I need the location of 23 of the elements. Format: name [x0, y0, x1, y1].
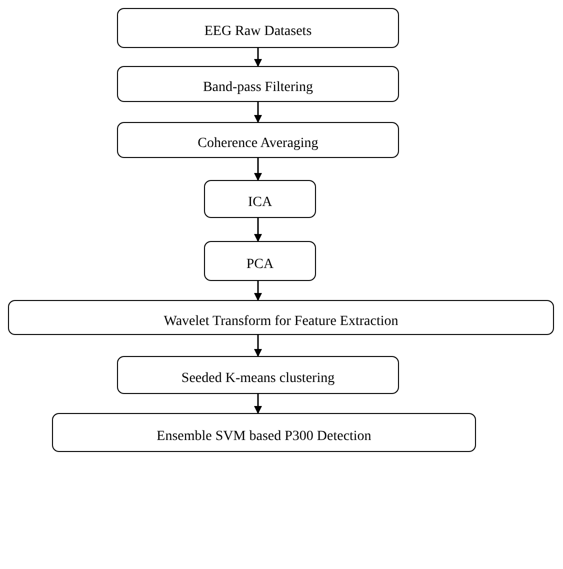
- step-label: Coherence Averaging: [198, 136, 318, 152]
- arrow: [254, 394, 262, 414]
- process-box: [117, 66, 399, 102]
- arrow: [254, 281, 262, 301]
- step-label: EEG Raw Datasets: [204, 24, 312, 40]
- process-box: [8, 300, 554, 335]
- step-label: Seeded K-means clustering: [181, 371, 335, 387]
- process-box: [204, 241, 316, 281]
- process-box: [52, 413, 476, 452]
- step-label: ICA: [248, 195, 272, 211]
- arrow: [254, 218, 262, 242]
- process-box: [117, 8, 399, 48]
- arrow: [254, 158, 262, 181]
- step-label: PCA: [246, 257, 274, 273]
- process-box: [117, 122, 399, 158]
- step-label: Band-pass Filtering: [202, 80, 314, 96]
- arrow: [254, 102, 262, 123]
- arrow: [254, 48, 262, 67]
- step-label: Wavelet Transform for Feature Extraction: [164, 314, 398, 330]
- process-box: [117, 356, 399, 394]
- process-box: [204, 180, 316, 218]
- step-label: Ensemble SVM based P300 Detection: [156, 428, 372, 444]
- arrow: [254, 335, 262, 357]
